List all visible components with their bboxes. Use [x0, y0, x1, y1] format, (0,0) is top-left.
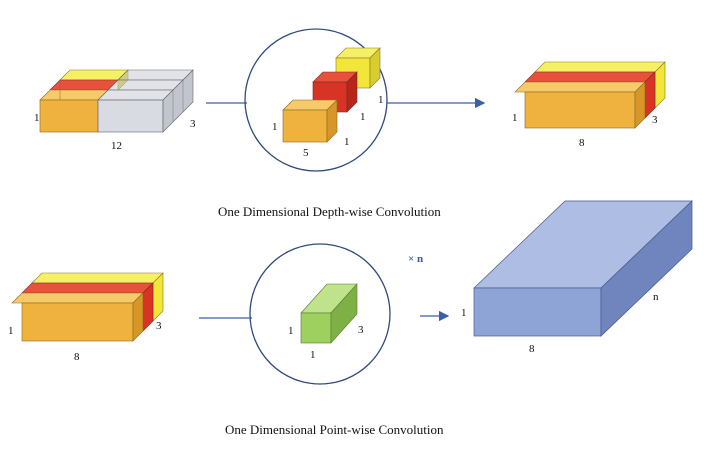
pointwise-multiplier-label: × n [408, 253, 423, 265]
depthwise-kernel-blocks [282, 47, 381, 143]
pointwise-input-width-label: 8 [74, 351, 80, 363]
depthwise-kernel-circle [244, 28, 388, 172]
depthwise-kernel-depth-label-b: 1 [360, 111, 366, 123]
pointwise-kernel-height-label: 1 [288, 325, 294, 337]
pointwise-kernel-width-label: 1 [310, 349, 316, 361]
pointwise-kernel-block [300, 283, 358, 344]
depthwise-output-width-label: 8 [579, 137, 585, 149]
pointwise-input-block [11, 272, 164, 342]
depthwise-output-height-label: 1 [512, 112, 518, 124]
depthwise-input-block [39, 69, 194, 133]
depthwise-kernel-width-label: 5 [303, 147, 309, 159]
pointwise-output-width-label: 8 [529, 343, 535, 355]
pointwise-caption: One Dimensional Point-wise Convolution [225, 422, 444, 437]
pointwise-output-depth-label: n [653, 291, 659, 303]
pointwise-kernel-depth-label: 3 [358, 324, 364, 336]
pointwise-input-height-label: 1 [8, 325, 14, 337]
pointwise-input-depth-label: 3 [156, 320, 162, 332]
depthwise-kernel-depth-label-c: 1 [378, 94, 384, 106]
depthwise-kernel-height-label: 1 [272, 121, 278, 133]
depthwise-caption: One Dimensional Depth-wise Convolution [218, 204, 441, 219]
depthwise-output-depth-label: 3 [652, 114, 658, 126]
pointwise-output-block [473, 200, 693, 337]
depthwise-kernel-depth-label-a: 1 [344, 136, 350, 148]
depthwise-input-width-label: 12 [111, 140, 122, 152]
depthwise-input-height-label: 1 [34, 112, 40, 124]
pointwise-output-height-label: 1 [461, 307, 467, 319]
pointwise-kernel-circle [249, 243, 391, 385]
depthwise-output-block [514, 61, 666, 129]
depthwise-input-depth-label: 3 [190, 118, 196, 130]
